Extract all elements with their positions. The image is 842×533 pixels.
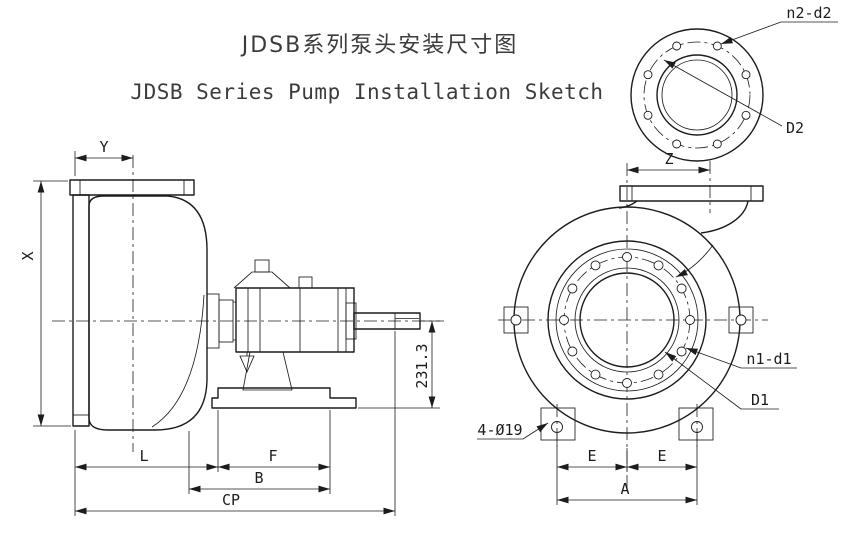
- dim-label-d1: D1: [751, 391, 769, 409]
- dim-label-n1-d1: n1-d1: [746, 350, 791, 368]
- pipe-wall-right: [700, 200, 749, 234]
- mounting-lug-right: [728, 306, 754, 334]
- bearing-housing: [235, 287, 355, 353]
- extension-line: [74, 331, 396, 516]
- bolt-hole: [672, 139, 682, 149]
- lifting-bracket: [233, 271, 291, 289]
- shaft: [353, 312, 421, 330]
- bolt-hole: [622, 378, 632, 388]
- drain-plug: [239, 352, 255, 374]
- shaft-shoulder: [345, 302, 357, 340]
- suction-flange-face-circle: [555, 248, 699, 392]
- lug-hole: [510, 314, 522, 326]
- flange-bolt-marks: [79, 180, 185, 195]
- discharge-flange: [619, 185, 764, 202]
- flange-bore-circle: [656, 54, 738, 136]
- leader-line: [664, 351, 742, 410]
- bolt-hole: [622, 252, 632, 262]
- extension-line: [556, 434, 698, 505]
- volute-body: [88, 195, 208, 431]
- bolt-hole: [676, 346, 687, 357]
- dim-label-f: F: [268, 447, 277, 465]
- front-view: Z n1-d1 D1 4-Ø19 E E A: [477, 150, 797, 505]
- flange-view: n2-d2 D2: [630, 4, 838, 162]
- base-foot: [211, 387, 357, 409]
- flange-bolt-centerline-circle: [643, 41, 751, 149]
- bolt-hole: [741, 110, 751, 120]
- leader-line: [685, 347, 742, 369]
- dim-label-l: L: [139, 447, 148, 465]
- dim-label-foot-holes: 4-Ø19: [477, 421, 522, 439]
- flange-bore-inner-circle: [661, 59, 733, 131]
- bolt-hole: [567, 283, 578, 294]
- dim-label-n2-d2: n2-d2: [786, 4, 831, 22]
- bolt-hole: [643, 110, 653, 120]
- support-leg: [242, 351, 293, 391]
- dim-label-cp: CP: [222, 491, 240, 509]
- leader-line: [720, 21, 782, 45]
- lug-hole: [735, 314, 747, 326]
- dim-label-x: X: [19, 251, 37, 260]
- flange-outer-circle: [630, 28, 764, 162]
- discharge-flange: [69, 179, 195, 196]
- bolt-hole: [712, 41, 722, 51]
- leader-line: [522, 422, 549, 440]
- gland: [218, 299, 234, 343]
- bore-lip-circle: [574, 267, 680, 373]
- bracket-knob: [254, 259, 270, 273]
- foot-right: [678, 407, 714, 441]
- side-view: Y X 231.3 L F B CP: [19, 138, 444, 516]
- leader-line: [663, 59, 783, 127]
- bolt-hole: [676, 283, 687, 294]
- flange-bolt-marks: [631, 186, 752, 201]
- extension-line: [33, 180, 71, 427]
- dim-label-z: Z: [664, 150, 673, 168]
- title-english: JDSB Series Pump Installation Sketch: [130, 80, 603, 104]
- title-chinese: JDSB系列泵头安装尺寸图: [240, 33, 519, 58]
- rotation-arrow: [675, 244, 714, 278]
- bolt-hole: [643, 70, 653, 80]
- bolt-hole: [685, 315, 695, 325]
- bolt-hole: [672, 41, 682, 51]
- bolt-hole: [653, 260, 664, 271]
- pipe-wall-left: [618, 200, 638, 209]
- bolt-hole: [559, 315, 569, 325]
- bolt-hole: [567, 346, 578, 357]
- bolt-hole: [590, 260, 601, 271]
- dim-label-e-right: E: [657, 447, 666, 465]
- dim-label-b: B: [254, 469, 263, 487]
- shaft-keyway: [394, 313, 419, 329]
- suction-flange-outer-circle: [547, 240, 707, 400]
- bore-circle: [579, 272, 675, 368]
- volute-inner-arc: [151, 294, 205, 428]
- dim-label-y: Y: [99, 138, 108, 156]
- oiler: [298, 276, 313, 289]
- bolt-hole: [712, 139, 722, 149]
- suction-cover-plate: [72, 194, 90, 427]
- mounting-lug-left: [503, 306, 529, 334]
- dim-label-e-left: E: [587, 447, 596, 465]
- bolt-hole: [741, 70, 751, 80]
- titles: JDSB系列泵头安装尺寸图 JDSB Series Pump Installat…: [130, 33, 603, 104]
- housing-section-lines: [247, 288, 347, 352]
- bolt-hole: [653, 369, 664, 380]
- dim-label-shaft-height: 231.3: [413, 343, 431, 388]
- dim-label-a: A: [620, 480, 629, 498]
- dim-label-d2: D2: [786, 119, 804, 137]
- bolt-hole: [590, 369, 601, 380]
